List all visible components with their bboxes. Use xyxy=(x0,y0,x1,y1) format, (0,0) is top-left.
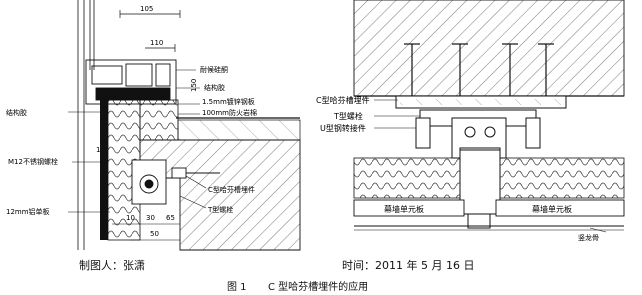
dim-label: 105 xyxy=(140,5,153,13)
figure-number: 图 1 xyxy=(227,282,247,293)
note-label: T型螺栓 xyxy=(333,111,363,121)
c-channel-hatch xyxy=(400,99,562,105)
note-label: 结构胶 xyxy=(204,83,225,92)
note-label: T型螺栓 xyxy=(207,205,233,214)
drawing-date: 时间：2011 年 5 月 16 日 xyxy=(342,259,475,272)
drawer-credit: 制图人：张潇 xyxy=(79,259,145,272)
note-label: 12mm铝单板 xyxy=(6,207,50,216)
figure-title: C 型哈芬槽埋件的应用 xyxy=(268,282,369,293)
right-plan-drawing: C型哈芬槽埋件 T型螺栓 U型钢转接件 幕墙单元板 幕墙单元板 竖龙骨 xyxy=(316,0,625,242)
note-label: 1.5mm镀锌钢板 xyxy=(202,97,255,106)
left-section-drawing: 105 110 150 10 30 65 10 50 xyxy=(6,0,301,251)
top-dimensions xyxy=(119,10,181,52)
note-label: 幕墙单元板 xyxy=(532,204,572,214)
note-label: U型钢转接件 xyxy=(320,123,366,133)
leader-lines xyxy=(68,69,207,213)
transom-frame xyxy=(85,59,177,105)
stone-panel-right xyxy=(495,199,625,217)
note-label: 100mm防火岩棉 xyxy=(202,108,257,117)
note-label: 耐候硅酮 xyxy=(200,65,228,74)
note-label: C型哈芬槽埋件 xyxy=(316,95,370,105)
dim-label: 30 xyxy=(146,214,155,222)
fire-insulation xyxy=(139,99,179,141)
dim-label: 110 xyxy=(150,39,163,47)
dim-label: 65 xyxy=(166,214,175,222)
stone-panel-left xyxy=(353,199,465,217)
concrete-wall xyxy=(353,0,625,97)
dim-label: 50 xyxy=(150,230,159,238)
anchor-studs xyxy=(404,43,554,96)
vertical-mullion xyxy=(100,100,108,240)
note-label: 幕墙单元板 xyxy=(384,204,424,214)
bracket-overlay xyxy=(459,149,501,215)
note-label: 竖龙骨 xyxy=(578,233,599,242)
glass-panel xyxy=(77,0,95,250)
anchor-bracket xyxy=(131,159,220,205)
floor-finish xyxy=(177,119,301,141)
note-label: C型哈芬槽埋件 xyxy=(208,185,255,194)
right-leaders xyxy=(374,99,607,233)
note-label: 结构胶 xyxy=(6,108,27,117)
bottom-dimensions xyxy=(112,223,180,241)
dim-label: 150 xyxy=(190,79,198,92)
note-label: M12不锈钢螺栓 xyxy=(8,157,58,166)
